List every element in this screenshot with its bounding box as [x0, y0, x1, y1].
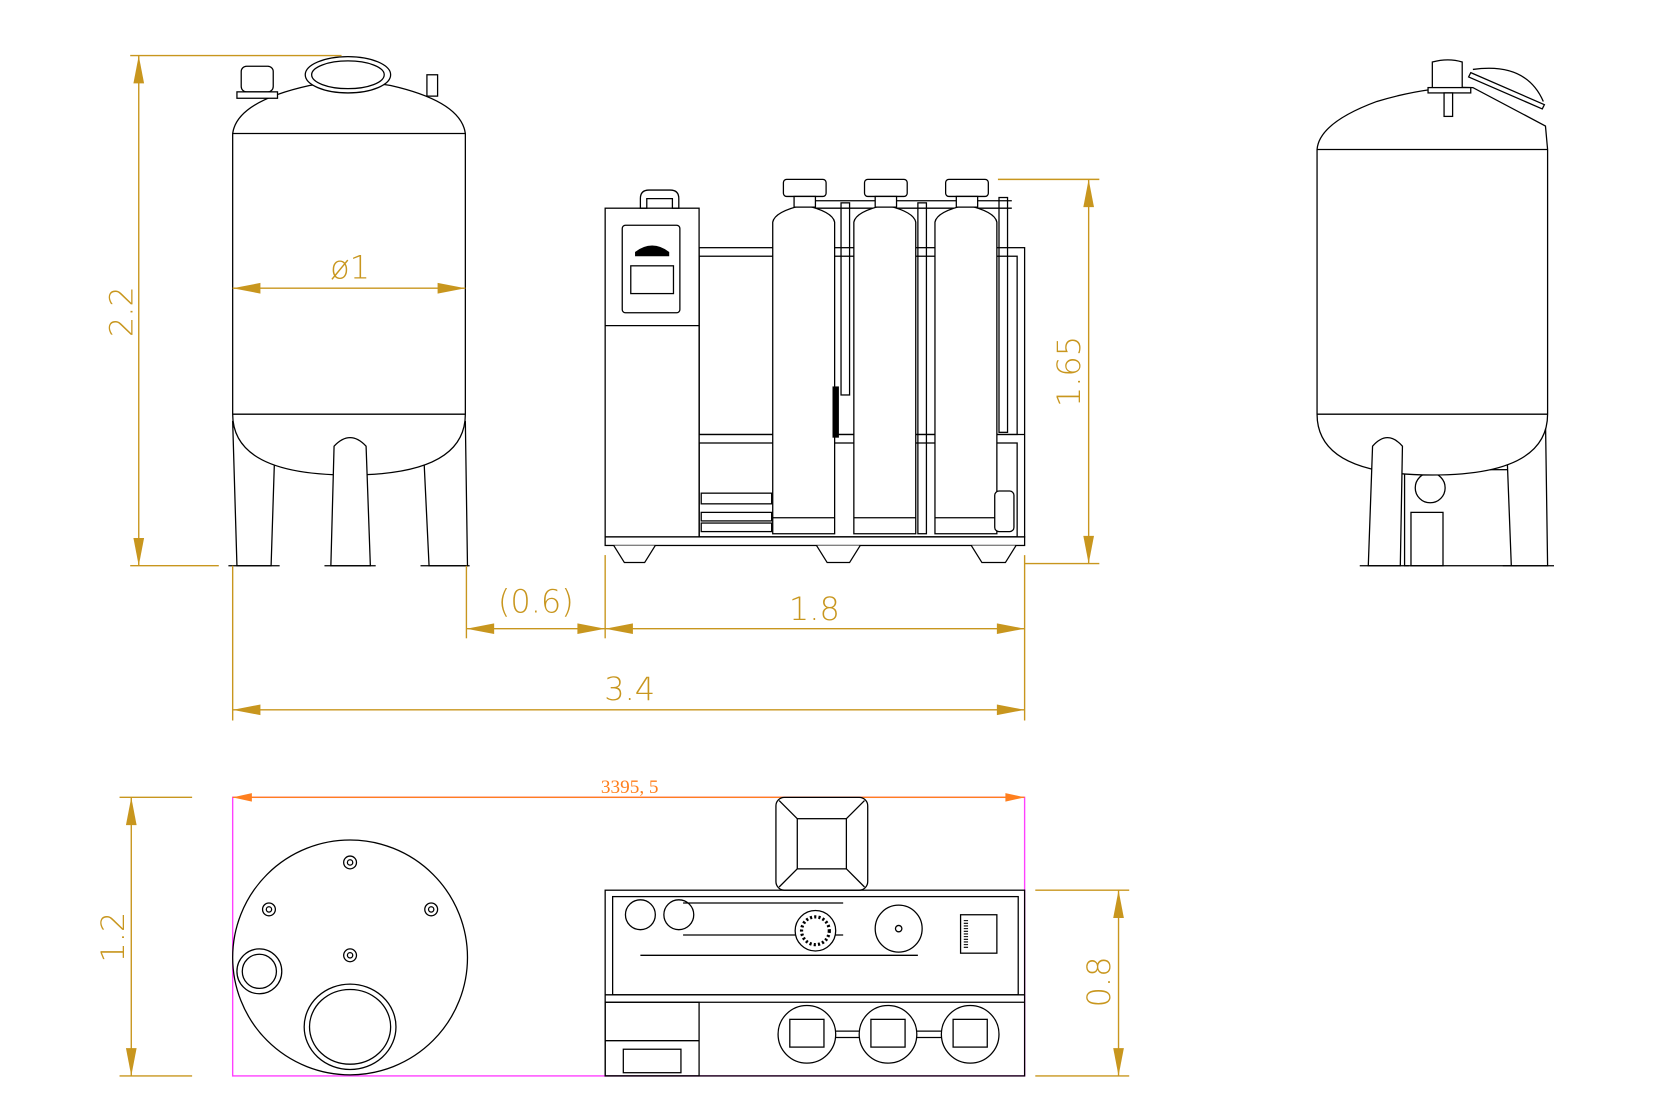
storage-tank-side-view	[1316, 59, 1554, 567]
unit-plan	[604, 796, 1026, 1077]
display-screen	[630, 265, 675, 295]
dimension-tank-height: 2.2	[102, 54, 342, 567]
manhole-cover	[304, 55, 392, 94]
tank-height-label: 2.2	[102, 286, 140, 337]
nozzle	[236, 948, 283, 995]
unit-height-label: 1.65	[1050, 336, 1088, 407]
control-cabinet-plan	[604, 1001, 700, 1077]
plan-view: 3395, 5	[94, 777, 1130, 1077]
storage-tank-front-view	[228, 55, 470, 567]
pump-motor	[994, 490, 1015, 533]
tank-diameter-label: ø1	[330, 249, 370, 287]
tank-plan	[232, 839, 469, 1076]
pump-fan	[794, 909, 837, 952]
control-valve-head	[782, 178, 827, 198]
dimension-unit-height: 1.65	[997, 178, 1100, 565]
treatment-unit-front-view	[604, 178, 1026, 564]
overall-length-label: 3.4	[604, 670, 655, 708]
skid-foot	[613, 545, 656, 564]
plan-unit-depth-label: 0.8	[1080, 957, 1118, 1008]
unit-length-label: 1.8	[789, 590, 840, 628]
dimension-plan-tank-depth: 1.2	[94, 796, 193, 1077]
handle	[639, 189, 680, 209]
dimension-plan-unit-depth: 0.8	[1035, 889, 1130, 1077]
control-valve-head	[944, 178, 989, 198]
skid-foot	[970, 545, 1017, 564]
filter-vessel	[853, 178, 917, 535]
plan-tank-depth-label: 1.2	[94, 912, 132, 963]
pipe-nozzle	[426, 74, 439, 97]
filter-vessel	[934, 178, 998, 535]
brand-logo	[635, 245, 670, 257]
manhole	[303, 983, 397, 1071]
tank-body	[1316, 86, 1549, 476]
filter-vessel	[772, 178, 836, 535]
control-panel	[621, 224, 681, 314]
pump	[874, 904, 923, 953]
tank-body	[232, 81, 466, 476]
dimension-tank-diameter: ø1	[232, 249, 466, 294]
tank-leg	[330, 437, 372, 567]
tank-leg	[1367, 437, 1404, 567]
manhole-lid-open	[1467, 71, 1546, 110]
skid-foot	[815, 545, 861, 564]
filter-vessel-plan	[777, 1004, 1000, 1064]
motor-fitting	[1431, 59, 1463, 89]
plan-overall-length-label: 3395, 5	[601, 777, 659, 798]
control-valve-head	[863, 178, 908, 198]
gap-label: (0.6)	[498, 583, 574, 621]
control-cabinet	[604, 189, 700, 538]
flowmeters	[700, 492, 773, 533]
vent-fitting	[240, 65, 274, 93]
dimension-horizontal: (0.6) 1.8 3.4	[231, 555, 1026, 721]
base-rail	[604, 536, 1026, 547]
